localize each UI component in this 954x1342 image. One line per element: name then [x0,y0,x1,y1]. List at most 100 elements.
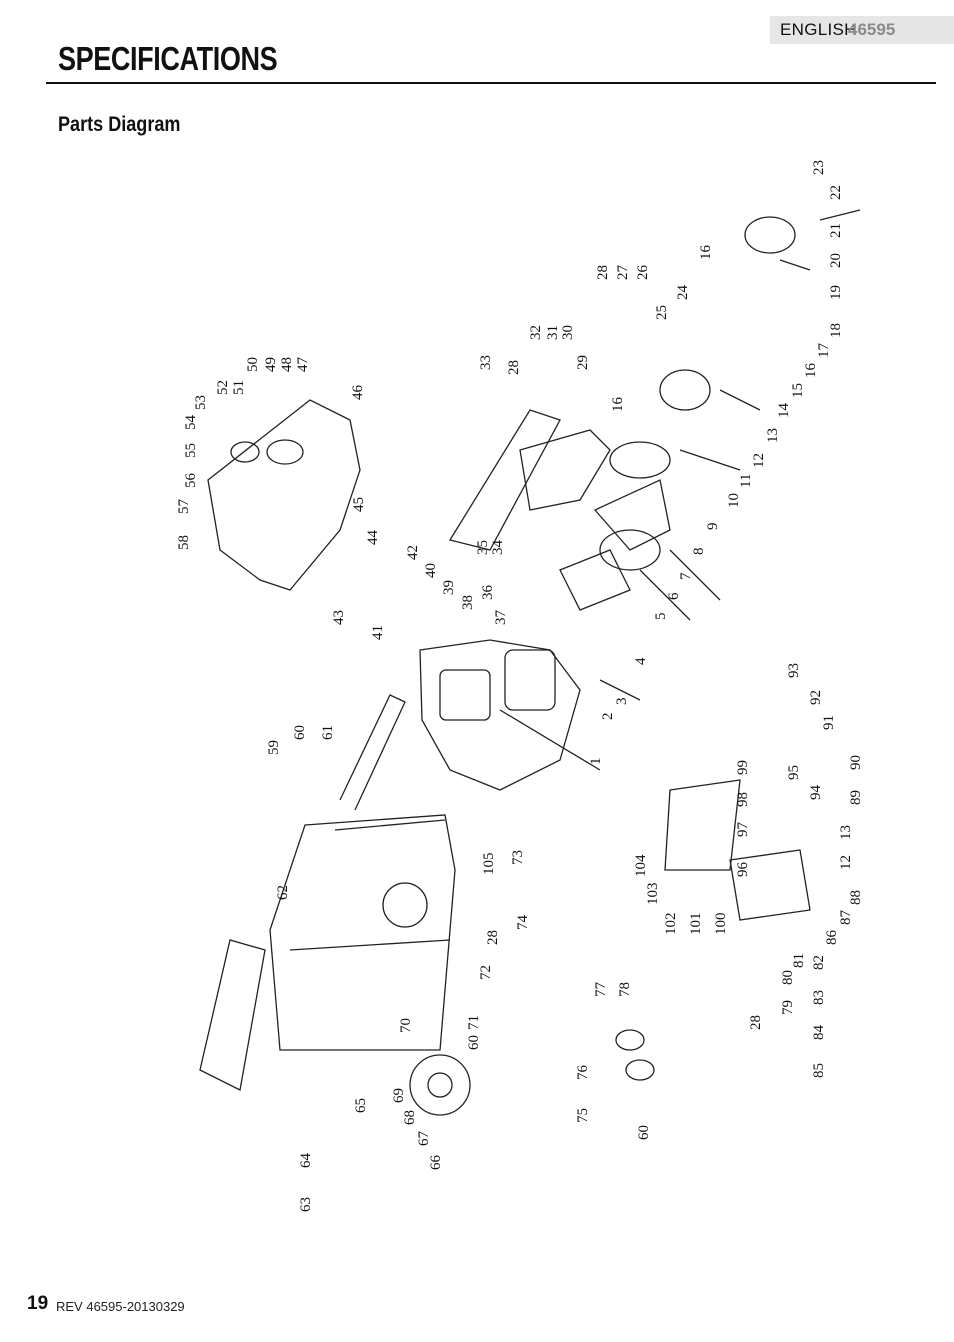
page-title: SPECIFICATIONS [58,40,278,77]
part-label-95: 95 [786,765,802,780]
part-label-48: 48 [279,357,295,372]
part-label-5: 5 [653,613,669,621]
part-label-27: 27 [615,265,631,281]
part-label-51: 51 [231,380,247,395]
part-label-100: 100 [713,913,729,936]
exploded-view-drawing: 1 2 3 4 5 6 7 8 9 10 11 12 13 14 15 16 1… [176,160,864,1212]
part-label-29: 29 [575,355,591,370]
part-label-91: 91 [821,715,837,730]
part-label-53: 53 [193,395,209,410]
part-label-31: 31 [545,325,561,340]
part-label-1: 1 [588,758,604,766]
part-label-64: 64 [298,1153,314,1169]
part-label-86: 86 [824,930,840,946]
part-label-96: 96 [735,862,751,878]
part-label-20: 20 [828,253,844,268]
part-label-8: 8 [691,548,707,556]
part-label-94: 94 [808,785,824,801]
part-label-25: 25 [654,305,670,320]
part-label-70: 70 [398,1018,414,1033]
part-label-50: 50 [245,357,261,372]
part-label-42: 42 [405,545,421,560]
part-label-24: 24 [675,285,691,301]
title-divider [46,82,936,84]
part-label-7: 7 [678,572,694,580]
part-label-36: 36 [480,585,496,601]
part-label-18: 18 [828,323,844,338]
part-label-59: 59 [266,740,282,755]
part-label-62: 62 [275,885,291,900]
part-label-66: 66 [428,1155,444,1171]
part-label-99: 99 [735,760,751,775]
part-label-61: 61 [320,725,336,740]
part-label-10: 10 [726,493,742,508]
part-label-37: 37 [493,610,509,626]
part-label-103: 103 [645,883,661,906]
part-label-41: 41 [370,625,386,640]
diagram-linework [199,209,861,1116]
part-label-105: 105 [481,853,497,876]
part-label-69: 69 [391,1088,407,1103]
part-label-58: 58 [176,535,192,550]
part-label-67: 67 [416,1131,432,1147]
part-label-65: 65 [353,1098,369,1113]
parts-diagram: 1 2 3 4 5 6 7 8 9 10 11 12 13 14 15 16 1… [160,150,880,1230]
part-label-4: 4 [633,657,649,665]
part-label-16b: 16 [698,245,714,261]
page-number: 19 [27,1293,49,1314]
part-number-labels: 1 2 3 4 5 6 7 8 9 10 11 12 13 14 15 16 1… [176,160,864,1212]
part-label-21: 21 [828,223,844,238]
part-label-82: 82 [811,955,827,970]
part-label-3: 3 [614,698,630,706]
part-label-26: 26 [635,265,651,281]
part-label-90: 90 [848,755,864,770]
part-label-16c: 16 [610,397,626,413]
part-label-85: 85 [811,1063,827,1078]
part-label-98: 98 [735,792,751,807]
part-label-17: 17 [816,343,832,359]
part-label-72: 72 [478,965,494,980]
part-label-104: 104 [633,854,649,877]
part-label-84: 84 [811,1025,827,1041]
part-label-34: 34 [490,540,506,556]
part-label-89: 89 [848,790,864,805]
revision-code: REV 46595-20130329 [56,1299,185,1314]
part-label-9: 9 [705,523,721,531]
part-label-83: 83 [811,990,827,1005]
part-label-46: 46 [350,385,366,401]
part-label-52: 52 [215,380,231,395]
part-label-75: 75 [575,1108,591,1123]
part-label-54: 54 [183,415,199,431]
part-label-77: 77 [593,982,609,998]
part-label-81: 81 [791,953,807,968]
part-label-12: 12 [751,453,767,468]
part-label-73: 73 [510,850,526,865]
part-label-97: 97 [735,822,751,838]
part-label-71: 71 [466,1015,482,1030]
part-label-60b: 60 [636,1125,652,1140]
part-label-33: 33 [478,355,494,370]
part-label-88: 88 [848,890,864,905]
part-label-35: 35 [475,540,491,555]
part-label-13: 13 [765,428,781,443]
part-label-19: 19 [828,285,844,300]
part-label-76: 76 [575,1065,591,1081]
part-label-49: 49 [263,357,279,372]
part-label-38: 38 [460,595,476,610]
language-label: ENGLISH [780,20,857,39]
part-label-2: 2 [600,713,616,721]
part-label-45: 45 [351,497,367,512]
part-label-60: 60 [292,725,308,740]
part-label-93: 93 [786,663,802,678]
part-label-15: 15 [790,383,806,398]
part-label-102: 102 [663,913,679,936]
part-label-87: 87 [838,910,854,926]
part-label-39: 39 [441,580,457,595]
part-label-23: 23 [811,160,827,175]
language-tab: ENGLISH 46595 [770,16,954,44]
part-label-47: 47 [295,357,311,373]
part-label-11: 11 [738,474,754,488]
part-label-57: 57 [176,499,192,515]
part-label-12b: 12 [838,855,854,870]
part-label-28: 28 [595,265,611,280]
